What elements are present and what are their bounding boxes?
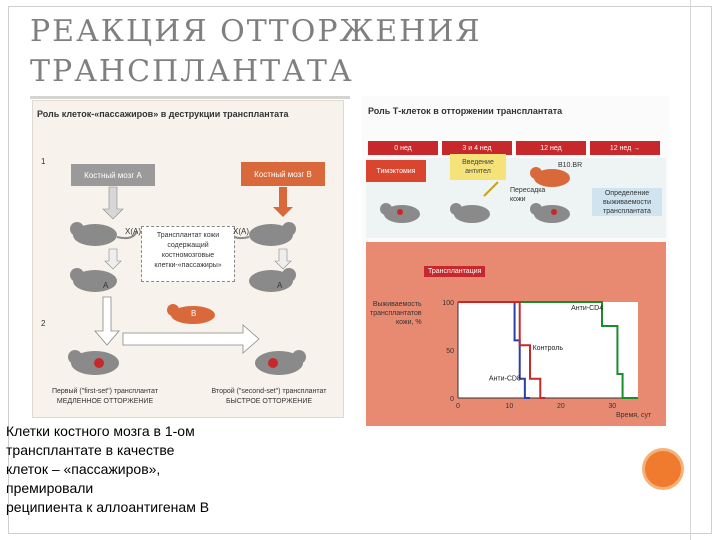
arrow-down-a [102, 186, 124, 220]
caption-line: реципиента к аллоантигенам В [6, 499, 210, 515]
mouse-label-xa: X(A) [125, 227, 141, 236]
mouse-label-b: B [191, 309, 197, 318]
thymectomy-box: Тимэктомия [366, 160, 426, 182]
mouse-icon-2 [450, 203, 490, 223]
title-underline [30, 96, 350, 99]
step-number-1: 1 [41, 157, 46, 166]
figure-title: Роль клеток-«пассажиров» в деструкции тр… [37, 109, 289, 119]
slide-caption: Клетки костного мозга в 1-ом транспланта… [6, 422, 336, 517]
caption-line: Клетки костного мозга в 1-ом [6, 423, 195, 439]
first-set-caption: Первый ("first-set") трансплантат МЕДЛЕН… [51, 388, 158, 405]
series-label: Анти-CD8 [489, 376, 521, 383]
timeline-cell: 12 нед → [590, 141, 660, 155]
mouse-label-a-right: A [277, 281, 283, 290]
mouse-label-xa-2: X(A) [233, 227, 249, 236]
plot-background [458, 302, 638, 398]
graft-survival-box: Определение выживаемости трансплантата [592, 188, 662, 216]
mouse-a-left [70, 268, 117, 292]
series-label: Контроль [533, 345, 564, 352]
strain-label: B10.BR [558, 162, 583, 169]
y-tick-label: 50 [446, 348, 454, 355]
skin-graft-label: Пересадка кожи [510, 187, 546, 203]
timeline-cell: 0 нед [368, 141, 438, 155]
t-cell-figure: Роль Т-клеток в отторжении трансплантата… [362, 96, 669, 428]
series-label: Анти-CD4 [571, 305, 603, 312]
x-tick-label: 30 [608, 403, 616, 410]
title-line-2: ТРАНСПЛАНТАТА [30, 54, 354, 89]
timeline-cell: 12 нед [516, 141, 586, 155]
antibody-box: Введение антител [450, 154, 506, 180]
timeline-row: 0 нед 3 и 4 нед 12 нед 12 нед → [368, 141, 664, 155]
x-tick-label: 20 [557, 403, 565, 410]
recipient-mouse-first-set [68, 350, 119, 375]
mouse-icon-1 [380, 203, 420, 223]
syringe-icon [483, 181, 499, 197]
donor-mouse-b [167, 304, 215, 324]
slide-frame [8, 6, 712, 534]
x-tick-label: 10 [506, 403, 514, 410]
y-tick-label: 0 [450, 396, 454, 403]
bone-marrow-b-box: Костный мозг В [241, 162, 325, 186]
y-tick-label: 100 [442, 300, 454, 307]
protocol-mice [380, 167, 570, 223]
passenger-cells-figure: Роль клеток-«пассажиров» в деструкции тр… [32, 100, 344, 418]
mouse-a-right [249, 268, 296, 292]
series-line [458, 301, 638, 399]
passenger-cells-diagram [68, 186, 306, 375]
x-tick-label: 0 [456, 403, 460, 410]
caption-line: клеток – «пассажиров», [6, 461, 161, 477]
bone-marrow-a-box: Костный мозг А [71, 164, 155, 186]
transplantation-tag: Трансплантация [424, 266, 486, 277]
decorative-orb [642, 448, 684, 490]
title-line-1: РЕАКЦИЯ ОТТОРЖЕНИЯ [30, 14, 482, 49]
y-axis-label: Выживаемость трансплантатов кожи, % [370, 301, 422, 326]
mouse-icon-4 [530, 203, 570, 223]
mouse-label-a-left: A [103, 281, 109, 290]
figure-title: Роль Т-клеток в отторжении трансплантата [368, 106, 563, 116]
mouse-xa-right [228, 222, 296, 246]
step-number-2: 2 [41, 319, 46, 328]
slide-title: РЕАКЦИЯ ОТТОРЖЕНИЯ ТРАНСПЛАНТАТА [30, 12, 482, 92]
caption-line: трансплантате в качестве [6, 442, 175, 458]
recipient-mouse-second-set [255, 350, 306, 375]
x-axis-label: Время, сут [616, 412, 652, 419]
series-line [458, 301, 530, 399]
timeline-cell: 3 и 4 нед [442, 141, 512, 155]
mouse-xa-left [70, 222, 138, 246]
skin-graft-note: Трансплантат кожи содержащий костномозго… [141, 226, 235, 282]
series-line [458, 301, 546, 399]
mouse-icon-3 [530, 167, 570, 187]
second-set-caption: Второй ("second-set") трансплантат БЫСТР… [211, 388, 327, 405]
caption-line: премировали [6, 480, 94, 496]
decorative-rule [690, 0, 691, 540]
arrow-down-b [273, 187, 293, 217]
